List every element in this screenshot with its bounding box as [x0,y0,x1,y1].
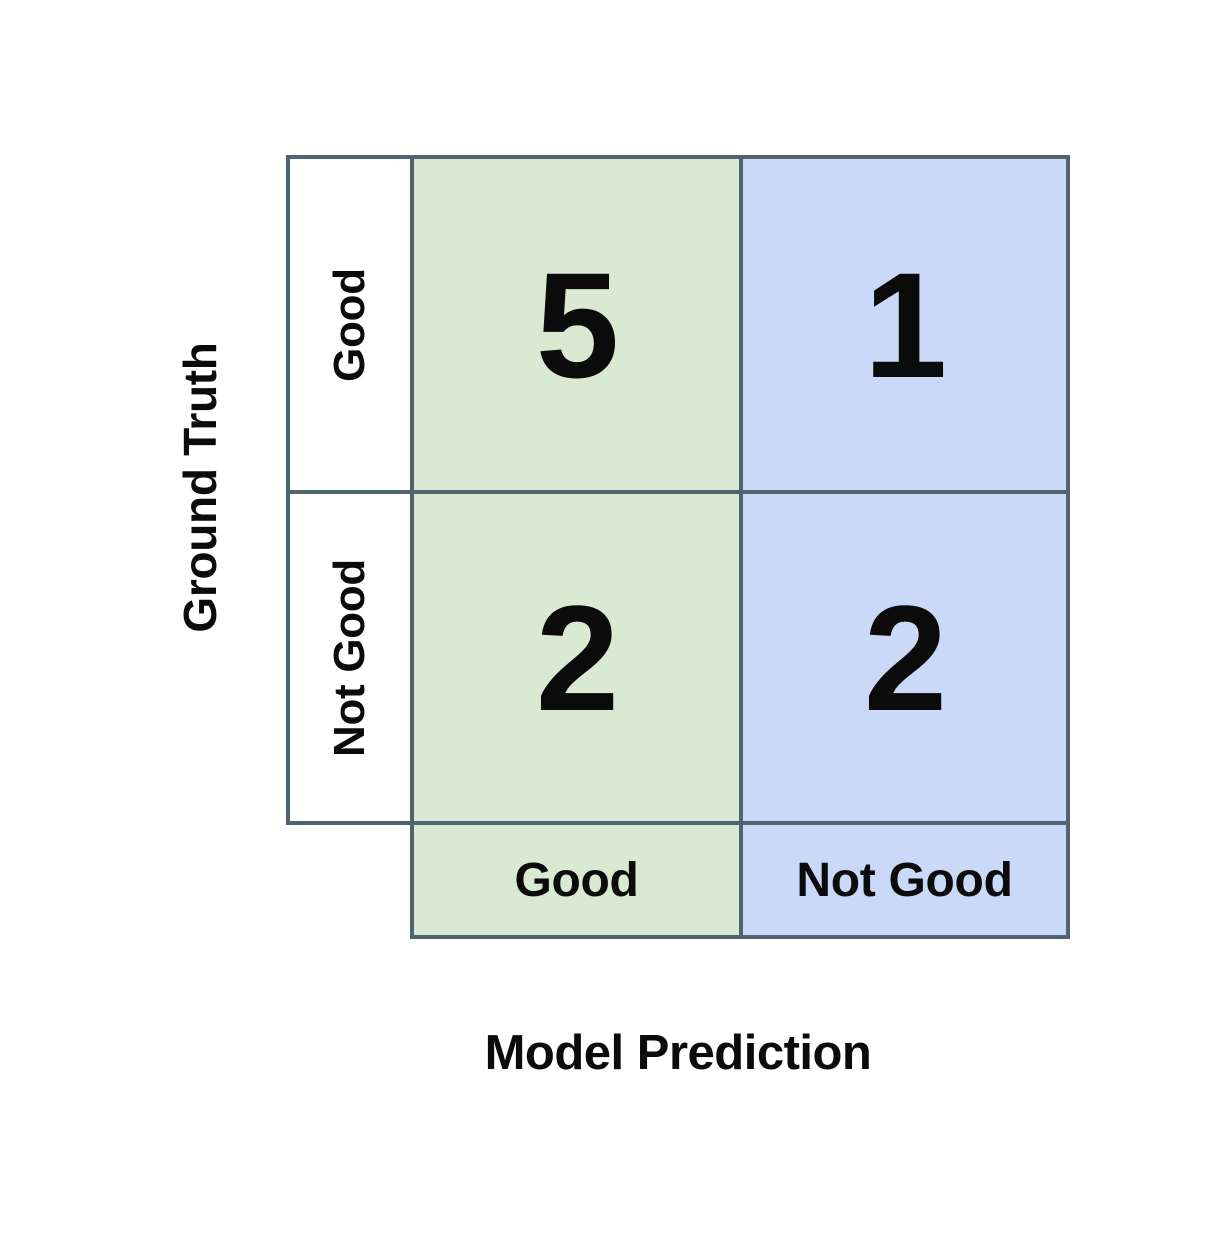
cell-good-notgood[interactable]: 1 [739,155,1070,494]
row-header-not-good-label: Not Good [325,558,374,757]
cell-good-good[interactable]: 5 [410,155,743,494]
column-header-good: Good [410,821,743,939]
column-header-not-good: Not Good [739,821,1070,939]
cell-value: 1 [863,240,947,409]
cell-value: 2 [535,573,619,742]
row-header-good-label: Good [325,267,374,382]
column-header-good-label: Good [514,853,639,907]
column-header-not-good-label: Not Good [796,853,1013,907]
confusion-matrix-grid: Good 5 1 Not Good 2 2 Good Not Good [286,155,1070,939]
cell-value: 5 [535,240,619,409]
row-header-not-good: Not Good [286,490,414,825]
cell-notgood-good[interactable]: 2 [410,490,743,825]
y-axis-title: Ground Truth [174,342,226,633]
cell-value: 2 [863,573,947,742]
row-header-good: Good [286,155,414,494]
cell-notgood-notgood[interactable]: 2 [739,490,1070,825]
x-axis-title: Model Prediction [484,1026,872,1080]
